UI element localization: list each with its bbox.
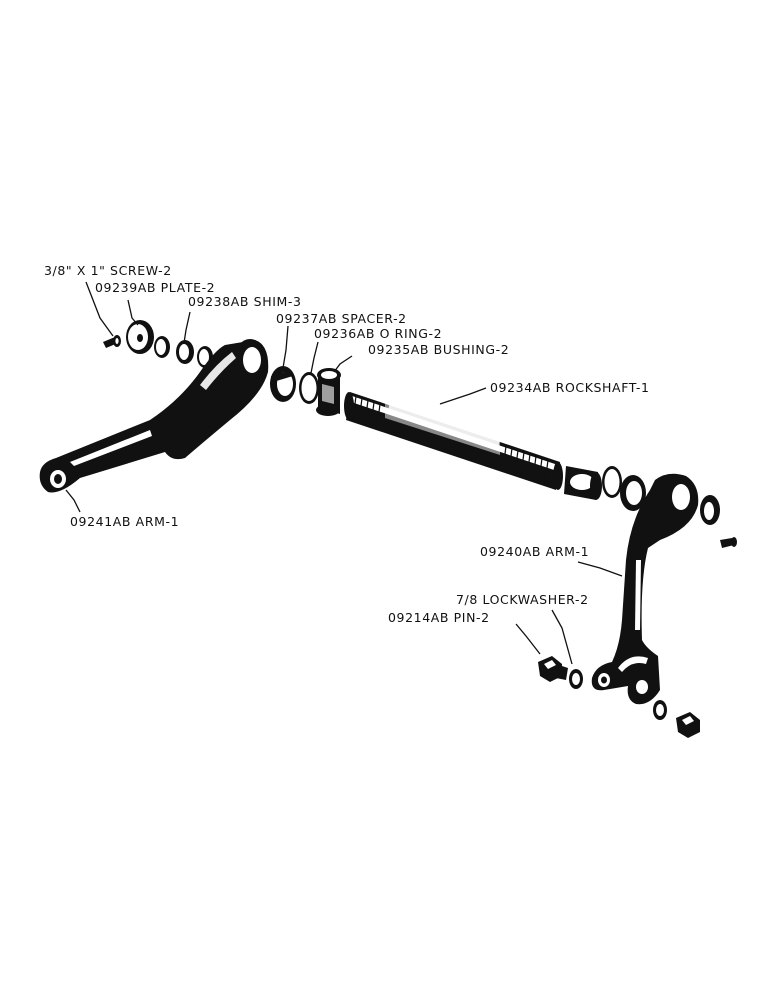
- oring-part-right: [602, 466, 622, 498]
- pin-part-left: [538, 656, 568, 682]
- bushing-label: 09235AB BUSHING-2: [368, 342, 509, 357]
- leader-lines: [65, 281, 623, 665]
- bushing-part-right: [564, 466, 602, 500]
- pin-label: 09214AB PIN-2: [388, 610, 490, 625]
- left-arm-label: 09241AB ARM-1: [70, 514, 179, 529]
- left-arm-part: [39, 339, 269, 493]
- rockshaft-part: [344, 392, 563, 490]
- shim-parts: [154, 336, 213, 368]
- pin-part-right: [676, 712, 700, 738]
- plate-part: [126, 320, 154, 354]
- plate-label: 09239AB PLATE-2: [95, 280, 215, 295]
- right-arm-label: 09240AB ARM-1: [480, 544, 589, 559]
- washer-part-right: [700, 495, 720, 525]
- oring-part-left: [299, 372, 319, 404]
- spacer-part-left: [270, 366, 296, 402]
- part-labels: 3/8" X 1" SCREW-2 09239AB PLATE-2 09238A…: [44, 263, 650, 625]
- screw-label: 3/8" X 1" SCREW-2: [44, 263, 172, 278]
- screw-part-right: [720, 537, 737, 548]
- lockwasher-part-right: [653, 700, 667, 720]
- spacer-part-right: [620, 475, 646, 511]
- screw-part-left: [103, 335, 121, 348]
- spacer-label: 09237AB SPACER-2: [276, 311, 407, 326]
- oring-label: 09236AB O RING-2: [314, 326, 442, 341]
- bushing-part-left: [316, 368, 341, 416]
- rockshaft-label: 09234AB ROCKSHAFT-1: [490, 380, 650, 395]
- lockwasher-label: 7/8 LOCKWASHER-2: [456, 592, 589, 607]
- right-arm-part: [591, 473, 699, 705]
- lockwasher-part-left: [569, 669, 583, 689]
- shim-label: 09238AB SHIM-3: [188, 294, 302, 309]
